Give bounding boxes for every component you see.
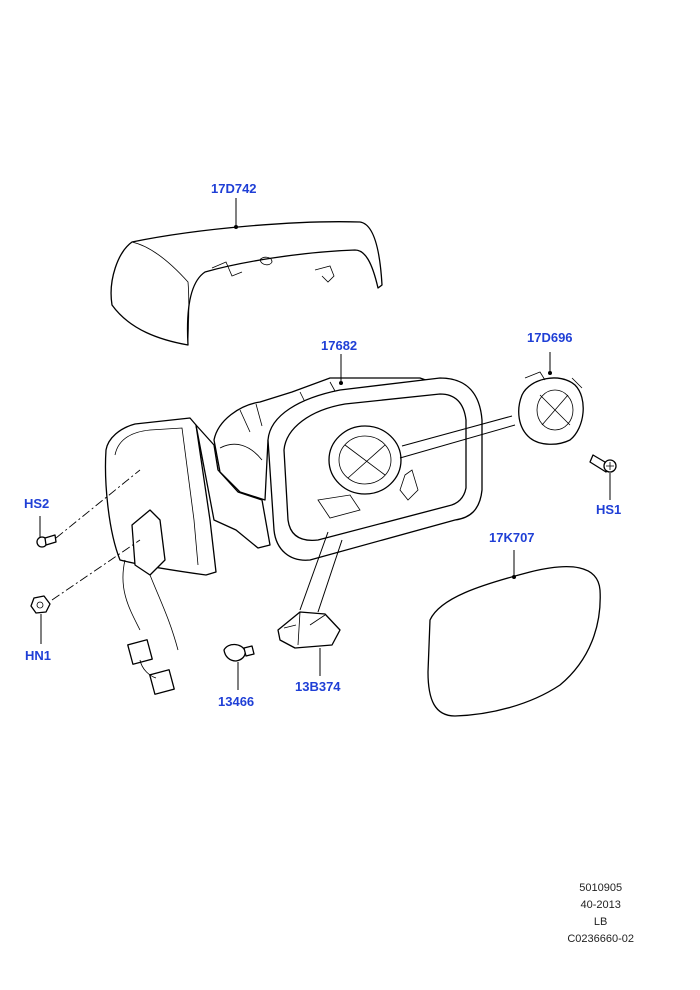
screw-hs2-part[interactable] [36, 534, 57, 548]
puddle-lamp-part[interactable] [277, 611, 341, 649]
callout-hs1[interactable]: HS1 [596, 502, 622, 517]
footer-line-4: C0236660-02 [567, 933, 634, 945]
bulb-part[interactable] [223, 643, 255, 662]
nut-hn1-part[interactable] [30, 595, 51, 614]
callout-hn1[interactable]: HN1 [25, 648, 52, 663]
footer-line-2: 40-2013 [580, 899, 621, 911]
callout-13b374[interactable]: 13B374 [295, 679, 341, 694]
callout-hs2[interactable]: HS2 [24, 496, 50, 511]
mirror-glass-part[interactable] [427, 566, 601, 717]
mirror-cap-part[interactable] [110, 221, 383, 346]
callout-17682[interactable]: 17682 [321, 338, 358, 353]
callout-13466[interactable]: 13466 [218, 694, 255, 709]
screw-hs1-part[interactable] [589, 454, 617, 473]
footer-line-1: 5010905 [579, 882, 623, 894]
mirror-actuator-part[interactable] [518, 371, 584, 445]
callout-17d696[interactable]: 17D696 [527, 330, 573, 345]
reference-footer: 5010905 40-2013 LB C0236660-02 [567, 880, 634, 948]
callout-17k707[interactable]: 17K707 [489, 530, 535, 545]
footer-line-3: LB [593, 916, 608, 928]
mirror-housing-frame[interactable] [267, 377, 483, 561]
callout-17d742[interactable]: 17D742 [211, 181, 257, 196]
mirror-base-assembly[interactable] [104, 377, 441, 695]
